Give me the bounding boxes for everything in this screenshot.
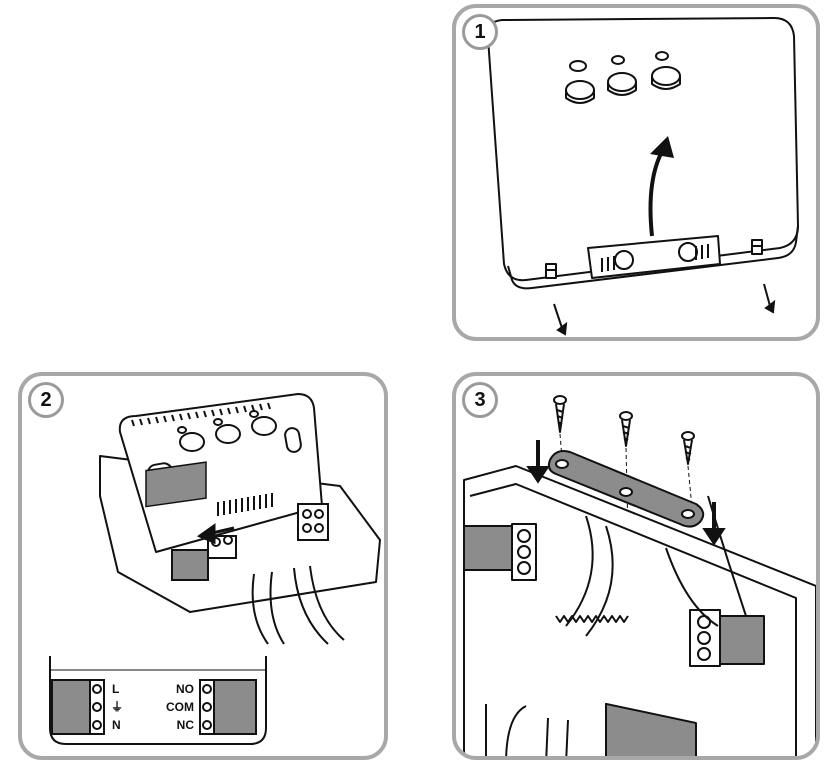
- step-1-badge: 1: [462, 14, 498, 50]
- cable-a: [565, 515, 594, 627]
- terminal-block-left-3: [463, 523, 537, 581]
- step-2-illustration: L ⏚ N NO COM NC: [49, 393, 381, 745]
- insert-arrow-left: [526, 440, 550, 484]
- wiring-diagram: [49, 656, 267, 745]
- terminal-label-no: NO: [176, 682, 194, 696]
- terminal-label-l: L: [112, 682, 119, 696]
- step-1-panel: 1: [452, 4, 820, 341]
- screw-left: [545, 263, 557, 279]
- cables: [251, 565, 345, 645]
- unscrew-arrow-right: [763, 283, 776, 314]
- step-3-illustration: [463, 395, 816, 756]
- step-2-panel: 2: [18, 372, 388, 760]
- screw-3: [681, 431, 695, 465]
- board-label: [145, 461, 207, 508]
- screw-right: [751, 239, 763, 255]
- screw-1: [553, 395, 567, 433]
- step-3-panel: 3: [452, 372, 820, 760]
- step-2-badge: 2: [28, 382, 64, 418]
- terminal-strip-right: [211, 679, 257, 735]
- step-3-badge: 3: [462, 382, 498, 418]
- screw-2: [619, 411, 633, 447]
- unscrew-arrow-left: [553, 303, 568, 336]
- base-label: [605, 702, 697, 756]
- terminal-label-n: N: [112, 718, 121, 732]
- terminal-block-right: [297, 503, 329, 541]
- terminal-label-nc: NC: [177, 718, 195, 732]
- terminal-label-earth: ⏚: [111, 700, 123, 714]
- base-tray-open: [463, 465, 816, 756]
- terminal-strip-left: [51, 679, 93, 735]
- cable-b: [585, 525, 614, 637]
- connector-arrow: [196, 523, 235, 545]
- terminal-label-com: COM: [166, 700, 194, 714]
- thermostat-base-edge: [507, 225, 799, 290]
- terminal-block-right-3: [689, 609, 765, 667]
- insert-arrow-right: [702, 502, 726, 546]
- cable-c: [665, 547, 719, 627]
- step-1-illustration: [486, 17, 799, 336]
